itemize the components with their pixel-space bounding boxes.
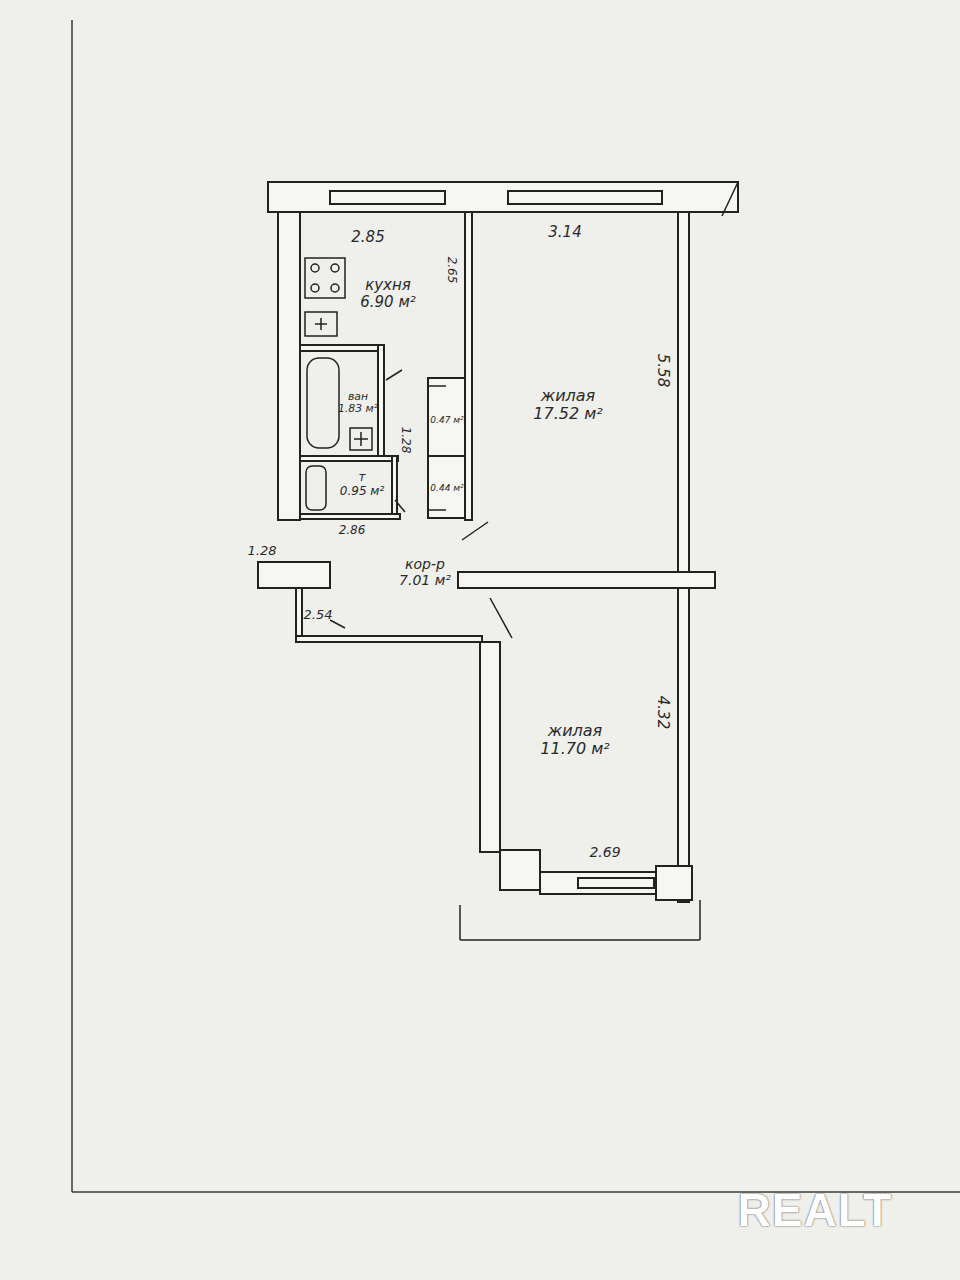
dimension-label: 2.69 bbox=[589, 845, 620, 859]
wall bbox=[258, 562, 330, 588]
dimension-label: 5.58 bbox=[656, 353, 671, 386]
window bbox=[578, 878, 654, 888]
bathtub-symbol bbox=[307, 358, 339, 448]
dimension-label: 1.28 bbox=[400, 427, 412, 454]
room-name: жилая bbox=[548, 722, 602, 740]
partition bbox=[300, 514, 400, 519]
room-area: кухня6.90 м² bbox=[358, 276, 418, 313]
door-swing bbox=[386, 370, 402, 380]
partition bbox=[392, 456, 397, 514]
room-area: жилая11.70 м² bbox=[538, 721, 611, 760]
door-swing bbox=[330, 620, 345, 628]
room-area: жилая17.52 м² bbox=[531, 386, 604, 425]
window bbox=[330, 191, 445, 204]
page-frame bbox=[71, 20, 73, 1192]
dimension-label: 4.32 bbox=[656, 695, 671, 728]
stove-symbol bbox=[311, 264, 319, 272]
wall bbox=[678, 212, 689, 902]
door-swing bbox=[395, 500, 405, 512]
room-area-value: 0.47 м² bbox=[430, 415, 463, 425]
stove-symbol bbox=[311, 284, 319, 292]
room-area-value: 7.01 м² bbox=[399, 572, 451, 588]
balcony-line bbox=[460, 939, 700, 941]
stove-symbol bbox=[331, 284, 339, 292]
partition bbox=[300, 456, 398, 461]
exterior-wall bbox=[268, 182, 738, 212]
stove-symbol bbox=[331, 264, 339, 272]
partition bbox=[465, 212, 472, 520]
room-area: кор-р7.01 м² bbox=[397, 555, 453, 589]
window bbox=[508, 191, 662, 204]
stove-symbol bbox=[305, 258, 345, 298]
watermark: REALT bbox=[738, 1183, 893, 1237]
closet-shelf bbox=[428, 509, 446, 511]
partition bbox=[300, 345, 384, 351]
closet bbox=[428, 456, 465, 518]
room-area-value: 11.70 м² bbox=[540, 740, 609, 758]
room-area-value: 6.90 м² bbox=[360, 294, 416, 311]
wall bbox=[278, 212, 300, 520]
dimension-label: 2.86 bbox=[339, 524, 366, 536]
sink-symbol bbox=[305, 312, 337, 336]
wall bbox=[500, 850, 540, 890]
sink-symbol bbox=[315, 323, 327, 325]
balcony-line bbox=[459, 905, 461, 940]
balcony-line bbox=[699, 900, 701, 940]
room-area-value: 1.83 м² bbox=[338, 403, 378, 415]
door-swing bbox=[462, 522, 488, 540]
wall bbox=[296, 636, 482, 642]
door-swing bbox=[490, 598, 512, 638]
room-area: 0.47 м² bbox=[428, 414, 465, 426]
dimension-label: 2.54 bbox=[304, 608, 333, 621]
dimension-label: 2.85 bbox=[351, 230, 384, 245]
room-area: ван1.83 м² bbox=[336, 390, 380, 417]
basin-symbol bbox=[350, 428, 372, 450]
dimension-label: 3.14 bbox=[548, 225, 581, 240]
dimension-label: 1.28 bbox=[248, 544, 277, 557]
wall bbox=[296, 588, 302, 640]
room-name: жилая bbox=[541, 387, 595, 405]
toilet-symbol bbox=[306, 466, 326, 510]
room-area: т0.95 м² bbox=[338, 470, 386, 500]
basin-symbol bbox=[354, 438, 368, 440]
wall bbox=[480, 642, 500, 852]
exterior-wall bbox=[540, 872, 658, 894]
wall bbox=[458, 572, 715, 588]
wall-edge bbox=[722, 182, 738, 216]
room-name: кухня bbox=[365, 277, 411, 294]
dimension-label: 2.65 bbox=[446, 257, 458, 284]
room-name: ван bbox=[348, 391, 368, 403]
room-name: кор-р bbox=[405, 556, 445, 572]
room-name: т bbox=[359, 471, 366, 485]
partition bbox=[378, 345, 384, 458]
closet bbox=[428, 378, 465, 456]
exterior-wall bbox=[656, 866, 692, 900]
room-area-value: 0.44 м² bbox=[430, 483, 463, 493]
closet-shelf bbox=[428, 385, 446, 387]
room-area-value: 17.52 м² bbox=[533, 405, 602, 423]
room-area-value: 0.95 м² bbox=[340, 485, 384, 499]
room-area: 0.44 м² bbox=[428, 482, 465, 494]
